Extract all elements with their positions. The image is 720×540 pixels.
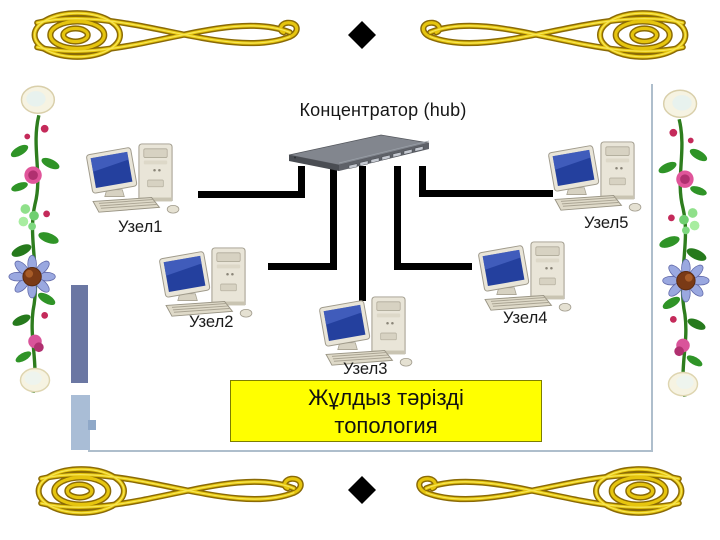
node-label-4: Узел4 xyxy=(503,309,548,327)
gold-swirl-icon xyxy=(386,464,712,518)
accent-bar-dark xyxy=(71,285,88,383)
caption-line1: Жұлдыз тәрізді xyxy=(308,385,464,410)
node-label-3: Узел3 xyxy=(343,360,388,378)
connection-line-node5-horizontal xyxy=(419,190,553,197)
floral-vine-icon xyxy=(654,76,712,408)
connection-line-node4-vertical xyxy=(394,166,401,270)
desktop-computer-icon-node4 xyxy=(477,239,579,317)
connection-line-node2-vertical xyxy=(330,166,337,270)
accent-bar-light xyxy=(71,395,90,450)
desktop-computer-icon-node2 xyxy=(158,245,260,323)
connection-line-node4-horizontal xyxy=(394,263,472,270)
connection-line-node5-vertical xyxy=(419,166,426,197)
hub-device-icon xyxy=(283,130,433,172)
desktop-computer-icon-node1 xyxy=(85,141,187,219)
black-diamond-icon xyxy=(348,21,376,49)
accent-bar-notch xyxy=(88,420,96,430)
node-label-5: Узел5 xyxy=(584,214,629,232)
connection-line-node1-vertical xyxy=(298,166,305,198)
connection-line-node1-horizontal xyxy=(198,191,305,198)
black-diamond-icon xyxy=(348,476,376,504)
gold-swirl-icon xyxy=(8,464,334,518)
connection-line-node2-horizontal xyxy=(268,263,337,270)
gold-swirl-icon xyxy=(4,8,330,62)
gold-swirl-icon xyxy=(390,8,716,62)
desktop-computer-icon-node5 xyxy=(547,139,649,217)
node-label-1: Узел1 xyxy=(118,218,163,236)
connection-line-node3-vertical xyxy=(359,166,366,301)
node-label-2: Узел2 xyxy=(189,313,234,331)
caption-line2: топология xyxy=(334,413,438,438)
floral-vine-icon xyxy=(6,72,64,404)
caption-box: Жұлдыз тәрізді топология xyxy=(230,380,542,442)
diagram-title: Концентратор (hub) xyxy=(299,100,467,120)
